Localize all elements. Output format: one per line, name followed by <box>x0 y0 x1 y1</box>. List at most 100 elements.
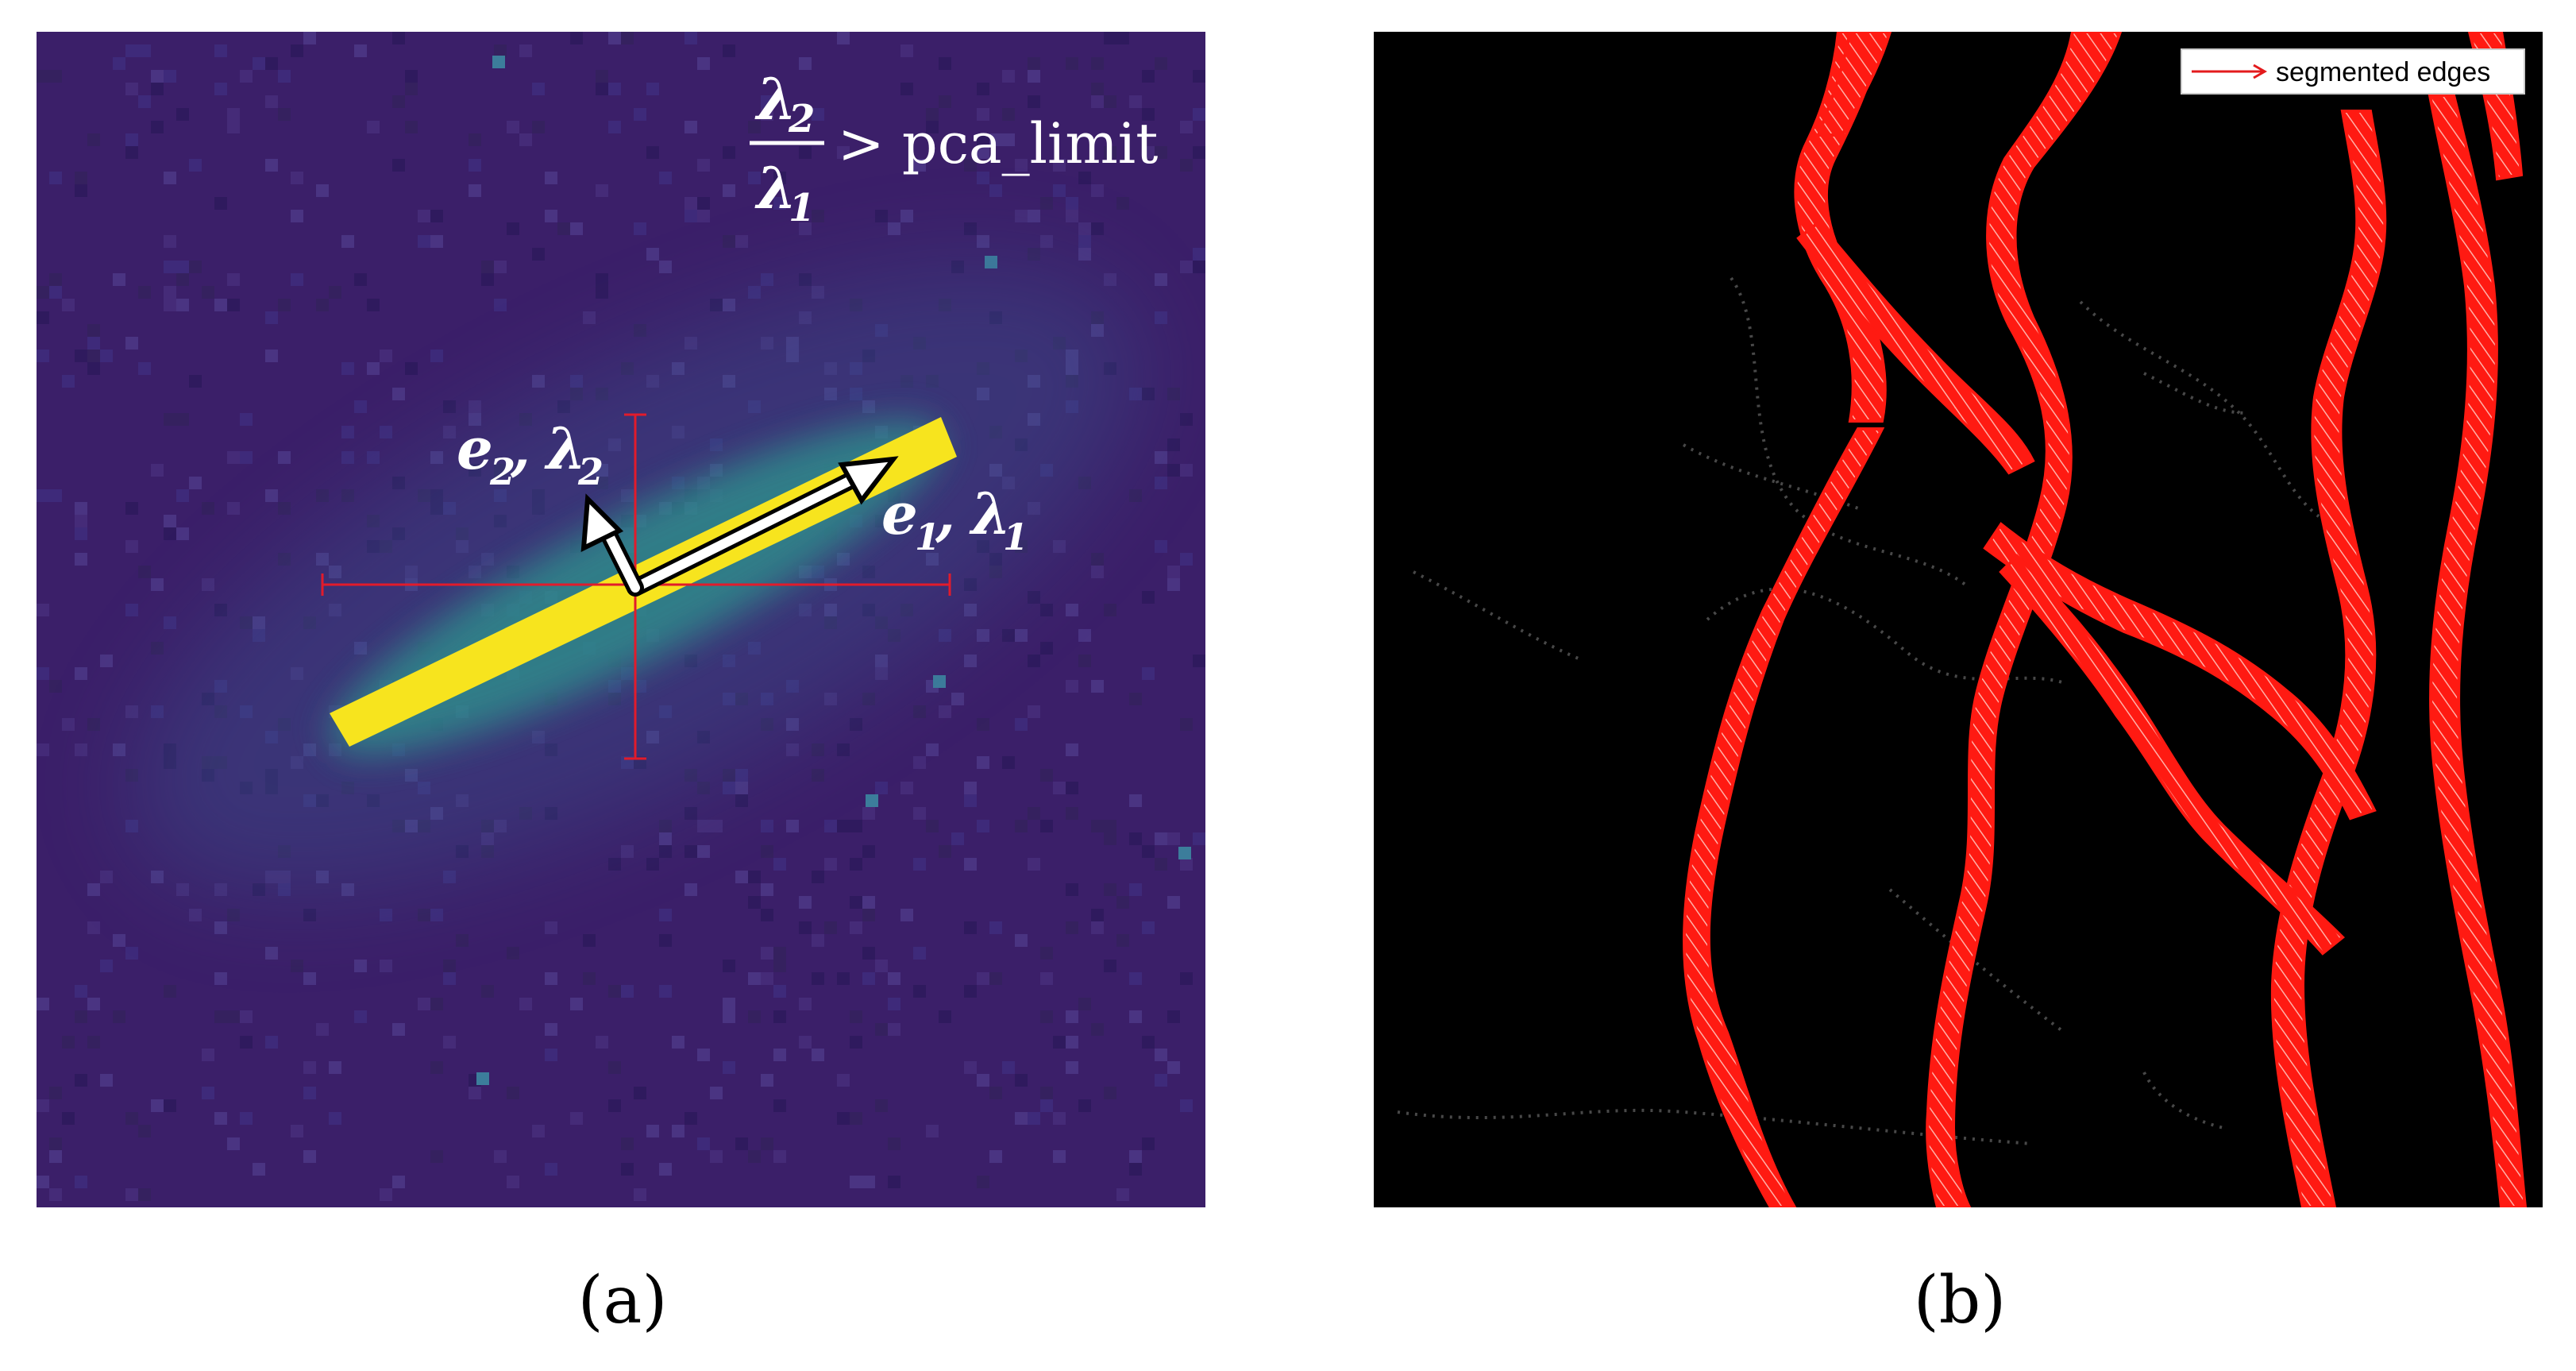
noise-pixel <box>405 70 418 83</box>
noise-pixel <box>634 324 646 337</box>
noise-pixel <box>659 909 672 921</box>
noise-pixel <box>37 70 49 83</box>
noise-pixel <box>761 972 773 985</box>
noise-pixel <box>1178 847 1191 859</box>
noise-pixel <box>761 273 773 286</box>
noise-pixel <box>354 960 367 972</box>
noise-pixel <box>1193 108 1205 121</box>
noise-pixel <box>1015 629 1028 642</box>
noise-pixel <box>100 960 113 972</box>
noise-pixel <box>608 1099 621 1112</box>
noise-pixel <box>951 693 964 705</box>
noise-pixel <box>1040 642 1053 655</box>
noise-pixel <box>773 947 786 960</box>
noise-pixel <box>723 184 735 197</box>
noise-pixel <box>773 985 786 998</box>
panel-b-caption: (b) <box>1913 1263 2007 1338</box>
noise-pixel <box>164 261 176 273</box>
formula-numerator: λ <box>754 65 796 133</box>
noise-pixel <box>1078 235 1091 248</box>
noise-pixel <box>62 1036 75 1049</box>
noise-pixel <box>405 83 418 95</box>
noise-pixel <box>392 388 405 400</box>
noise-pixel <box>1091 566 1104 578</box>
noise-pixel <box>1028 858 1040 871</box>
noise-pixel <box>418 235 430 248</box>
noise-pixel <box>977 172 989 184</box>
noise-pixel <box>341 489 354 502</box>
noise-pixel <box>1091 909 1104 921</box>
noise-pixel <box>1167 896 1180 909</box>
noise-pixel <box>443 972 456 985</box>
noise-pixel <box>151 464 164 477</box>
noise-pixel <box>684 121 697 133</box>
noise-pixel <box>176 413 189 426</box>
noise-pixel <box>1028 705 1040 718</box>
noise-pixel <box>723 235 735 248</box>
noise-pixel <box>418 998 430 1010</box>
noise-pixel <box>62 718 75 731</box>
noise-pixel <box>977 133 989 146</box>
noise-pixel <box>1053 782 1066 794</box>
noise-pixel <box>37 998 49 1010</box>
noise-pixel <box>659 261 672 273</box>
noise-pixel <box>87 718 100 731</box>
noise-pixel <box>202 502 214 515</box>
noise-pixel <box>1193 655 1205 667</box>
noise-pixel <box>545 921 557 934</box>
noise-pixel <box>1066 57 1078 70</box>
noise-pixel <box>977 235 989 248</box>
noise-pixel <box>723 998 735 1010</box>
noise-pixel <box>227 451 240 464</box>
noise-pixel <box>176 273 189 286</box>
noise-pixel <box>659 832 672 845</box>
noise-pixel <box>303 1087 316 1099</box>
noise-pixel <box>291 960 303 972</box>
noise-pixel <box>87 1036 100 1049</box>
noise-pixel <box>964 985 977 998</box>
noise-pixel <box>75 985 87 998</box>
noise-pixel <box>75 1010 87 1023</box>
noise-pixel <box>761 1137 773 1150</box>
noise-pixel <box>392 159 405 172</box>
noise-pixel <box>151 70 164 83</box>
noise-pixel <box>62 1112 75 1125</box>
formula-numerator-sub: 2 <box>788 97 815 141</box>
noise-pixel <box>151 1099 164 1112</box>
panel-b-segmented-edges: segmented edges <box>1374 32 2543 1207</box>
noise-pixel <box>1129 1010 1142 1023</box>
noise-pixel <box>1091 820 1104 832</box>
noise-pixel <box>748 1010 761 1023</box>
noise-pixel <box>443 400 456 413</box>
noise-pixel <box>1104 146 1116 159</box>
noise-pixel <box>735 871 748 883</box>
noise-pixel <box>1053 184 1066 197</box>
noise-pixel <box>1028 591 1040 604</box>
noise-pixel <box>138 362 151 375</box>
noise-pixel <box>608 858 621 871</box>
noise-pixel <box>164 299 176 311</box>
noise-pixel <box>933 675 946 688</box>
noise-pixel <box>354 273 367 286</box>
noise-pixel <box>1116 197 1129 210</box>
noise-pixel <box>977 718 989 731</box>
noise-pixel <box>761 909 773 921</box>
noise-pixel <box>913 705 926 718</box>
noise-pixel <box>608 985 621 998</box>
noise-pixel <box>367 299 380 311</box>
noise-pixel <box>812 210 824 222</box>
noise-pixel <box>1015 1112 1028 1125</box>
noise-pixel <box>761 883 773 896</box>
noise-pixel <box>697 845 710 858</box>
noise-pixel <box>913 159 926 172</box>
noise-pixel <box>75 184 87 197</box>
noise-pixel <box>850 820 862 832</box>
noise-pixel <box>1180 553 1193 566</box>
noise-pixel <box>1167 388 1180 400</box>
noise-pixel <box>214 299 227 311</box>
noise-pixel <box>265 350 278 362</box>
noise-pixel <box>1180 1099 1193 1112</box>
noise-pixel <box>761 1074 773 1087</box>
noise-pixel <box>367 451 380 464</box>
noise-pixel <box>75 527 87 540</box>
